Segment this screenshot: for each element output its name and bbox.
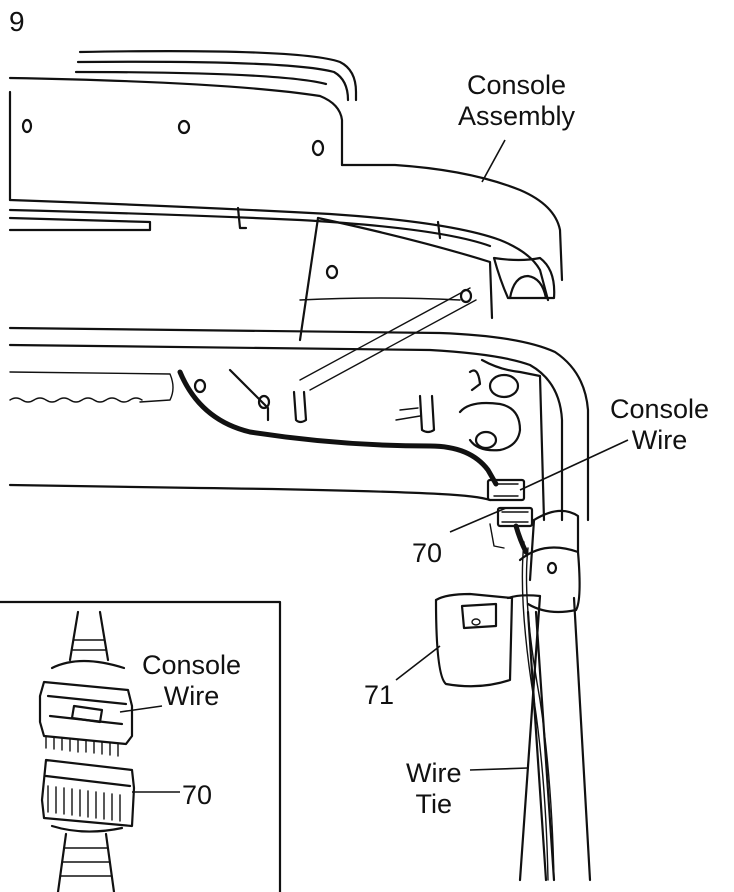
inset-detail xyxy=(0,600,282,892)
handlebar-crossbar xyxy=(8,326,590,522)
label-console-assembly: Console Assembly xyxy=(458,70,575,132)
label-wire-tie: Wire Tie xyxy=(406,758,462,820)
upright-tube xyxy=(434,509,592,882)
step-number: 9 xyxy=(9,6,25,37)
label-line: Wire xyxy=(406,758,462,788)
label-line: Console xyxy=(466,70,567,100)
label-inset-part-70: 70 xyxy=(182,780,213,810)
label-line: Wire xyxy=(631,425,688,455)
label-part-70: 70 xyxy=(412,538,443,568)
label-line: Tie xyxy=(415,789,452,819)
label-line: Wire xyxy=(163,681,220,711)
leader-lines xyxy=(119,139,629,793)
label-part-71: 71 xyxy=(364,680,395,710)
label-line: Assembly xyxy=(458,101,576,131)
label-inset-console-wire: Console Wire xyxy=(142,650,241,712)
label-console-wire: Console Wire xyxy=(610,394,709,456)
label-line: Console xyxy=(610,394,710,424)
console-housing xyxy=(8,50,564,391)
console-wire-route xyxy=(177,369,534,555)
label-line: Console xyxy=(142,650,242,680)
